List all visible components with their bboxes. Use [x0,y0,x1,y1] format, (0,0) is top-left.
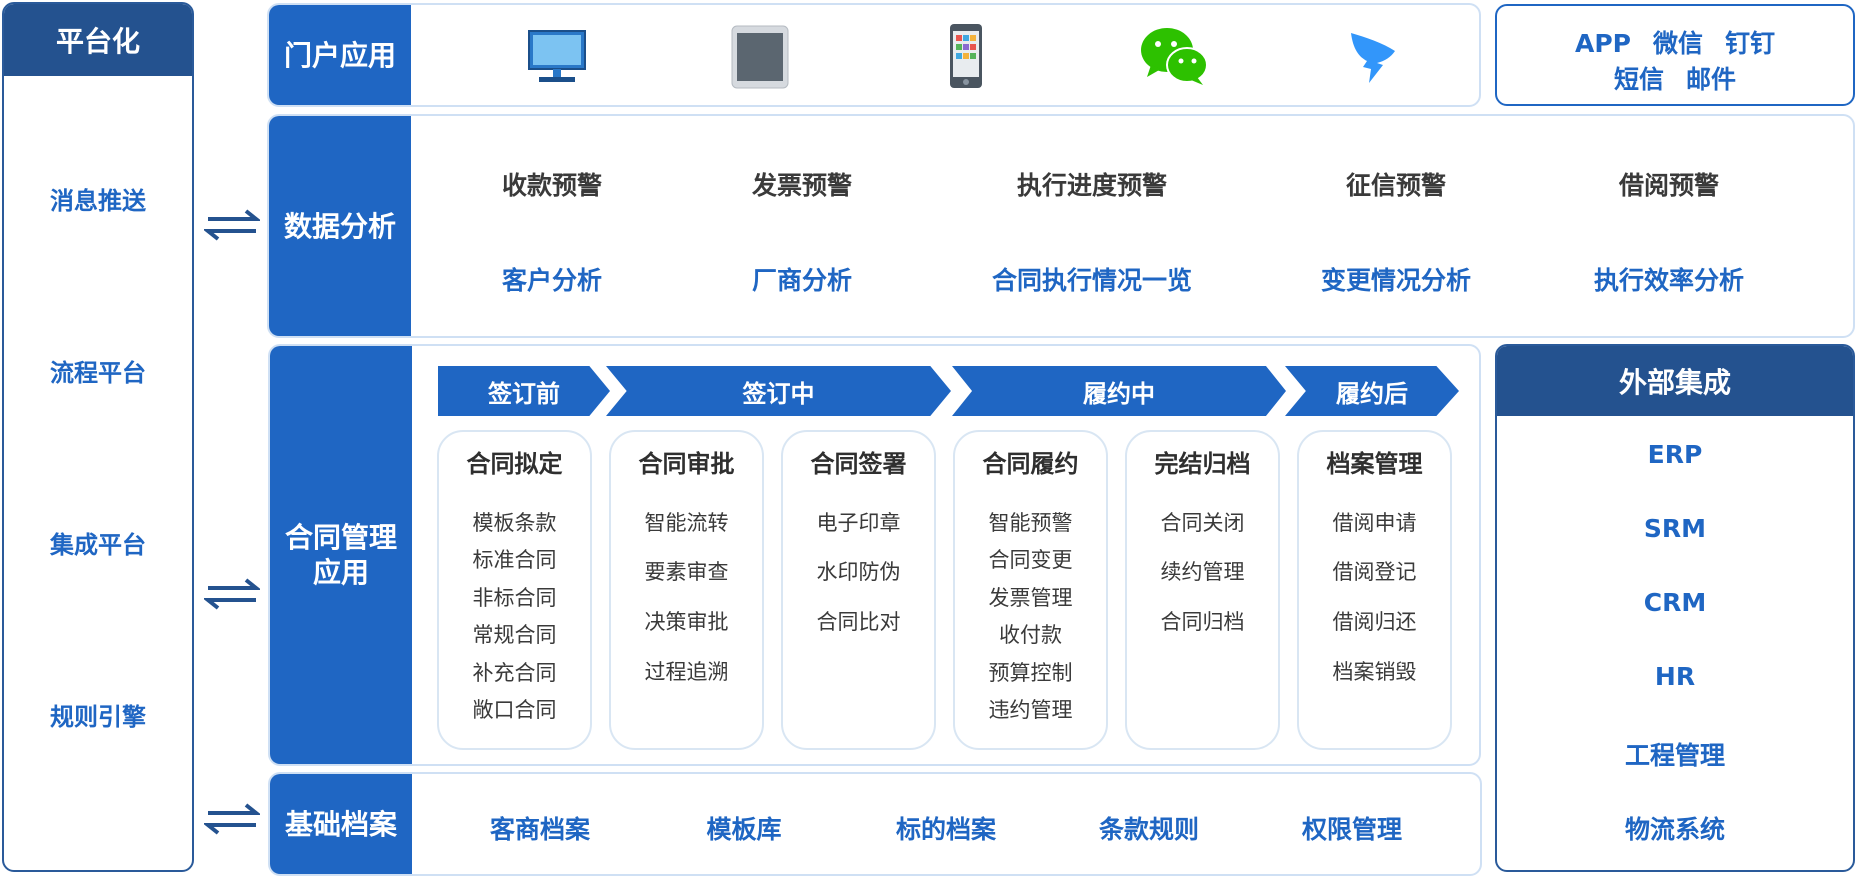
module-item: 补充合同 [472,661,557,685]
module-item: 常规合同 [472,623,557,647]
base-archive-label: 基础档案 [270,774,412,874]
module-item: 非标合同 [472,586,557,610]
contract-label-line2: 应用 [312,556,369,589]
module-title: 合同签署 [810,450,907,478]
module-title: 完结归档 [1154,450,1251,478]
module-item: 合同变更 [988,548,1073,572]
contract-management-panel: 合同管理 应用 签订前 签订中 履约中 履约后 合同拟定 模板条款 标准合同 非… [268,344,1481,766]
module-item: 合同比对 [816,610,901,634]
external-item-logistics: 物流系统 [1624,815,1725,844]
platform-title: 平台化 [4,4,192,76]
module-item: 预算控制 [988,661,1073,685]
contract-label-line1: 合同管理 [284,521,397,554]
warning-item: 执行进度预警 [1016,171,1167,200]
base-archive-item: 模板库 [706,815,782,844]
tablet-icon [731,25,789,89]
stage-signing: 签订中 [606,366,951,416]
channel-dingtalk: 钉钉 [1725,29,1776,58]
module-item: 标准合同 [472,548,557,572]
module-item: 续约管理 [1160,560,1245,584]
bidirectional-arrow-icon [204,209,260,241]
bidirectional-arrow-icon [204,578,260,610]
module-item: 借阅申请 [1332,511,1417,535]
analysis-item: 执行效率分析 [1593,266,1744,295]
module-card-drafting: 合同拟定 模板条款 标准合同 非标合同 常规合同 补充合同 敞口合同 [437,430,592,750]
module-card-approval: 合同审批 智能流转 要素审查 决策审批 过程追溯 [609,430,764,750]
analysis-item: 变更情况分析 [1320,266,1471,295]
contract-management-label: 合同管理 应用 [270,346,412,764]
bidirectional-arrow-icon [204,803,260,835]
module-item: 敞口合同 [472,698,557,722]
stage-post-performance: 履约后 [1285,366,1459,416]
platform-column: 平台化 消息推送 流程平台 集成平台 规则引擎 [2,2,194,872]
warning-item: 发票预警 [751,171,852,200]
platform-item-rule-engine: 规则引擎 [50,702,146,731]
warning-item: 借阅预警 [1618,171,1719,200]
module-item: 档案销毁 [1332,660,1417,684]
channel-sms: 短信 [1613,65,1664,94]
monitor-icon [528,30,586,82]
module-item: 模板条款 [472,511,557,535]
platform-item-integration: 集成平台 [50,530,146,559]
module-item: 合同归档 [1160,610,1245,634]
channel-wechat: 微信 [1652,29,1703,58]
external-item-crm: CRM [1643,588,1707,617]
data-analysis-panel: 数据分析 收款预警 发票预警 执行进度预警 征信预警 借阅预警 客户分析 厂商分… [267,114,1855,338]
module-item: 发票管理 [988,586,1073,610]
base-archive-panel: 基础档案 客商档案 模板库 标的档案 条款规则 权限管理 [268,772,1482,876]
warning-item: 征信预警 [1345,171,1446,200]
module-item: 过程追溯 [644,660,729,684]
module-item: 收付款 [999,623,1062,647]
stage-performance: 履约中 [952,366,1286,416]
module-title: 合同审批 [638,450,735,478]
module-item: 水印防伪 [816,560,901,584]
module-item: 违约管理 [988,698,1073,722]
module-item: 合同关闭 [1160,511,1245,535]
phone-icon [950,24,982,88]
module-item: 借阅归还 [1332,610,1417,634]
analysis-item: 厂商分析 [751,266,852,295]
external-item-srm: SRM [1643,514,1707,543]
external-integration-title: 外部集成 [1497,346,1853,416]
module-card-signing: 合同签署 电子印章 水印防伪 合同比对 [781,430,936,750]
portal-label: 门户应用 [269,5,411,105]
analysis-item: 客户分析 [501,266,602,295]
module-item: 要素审查 [644,560,729,584]
platform-item-message-push: 消息推送 [50,186,146,215]
module-item: 智能预警 [988,511,1073,535]
dingtalk-icon [1351,33,1395,83]
base-archive-item: 客商档案 [489,815,590,844]
data-analysis-label: 数据分析 [269,116,411,336]
channel-app: APP [1574,29,1631,58]
external-item-erp: ERP [1647,440,1703,469]
channel-box: APP 微信钉钉 短信邮件 [1495,4,1855,106]
channel-email: 邮件 [1686,65,1737,94]
module-item: 决策审批 [644,610,729,634]
module-card-performance: 合同履约 智能预警 合同变更 发票管理 收付款 预算控制 违约管理 [953,430,1108,750]
module-card-closure: 完结归档 合同关闭 续约管理 合同归档 [1125,430,1280,750]
portal-panel: 门户应用 [267,3,1481,107]
base-archive-item: 条款规则 [1098,815,1199,844]
external-integration-box: 外部集成 ERP SRM CRM HR 工程管理 物流系统 [1495,344,1855,872]
module-title: 合同拟定 [466,450,563,478]
base-archive-item: 标的档案 [895,815,996,844]
platform-item-workflow: 流程平台 [50,358,146,387]
module-title: 合同履约 [982,450,1079,478]
module-item: 智能流转 [644,511,729,535]
external-item-engineering: 工程管理 [1624,741,1725,770]
analysis-item: 合同执行情况一览 [991,266,1192,295]
warning-item: 收款预警 [501,171,602,200]
module-item: 借阅登记 [1332,560,1417,584]
wechat-icon [1141,28,1208,85]
stage-pre-signing: 签订前 [438,366,610,416]
module-title: 档案管理 [1326,450,1423,478]
module-card-archive: 档案管理 借阅申请 借阅登记 借阅归还 档案销毁 [1297,430,1452,750]
base-archive-item: 权限管理 [1301,815,1402,844]
module-item: 电子印章 [816,511,901,535]
external-item-hr: HR [1654,662,1696,691]
